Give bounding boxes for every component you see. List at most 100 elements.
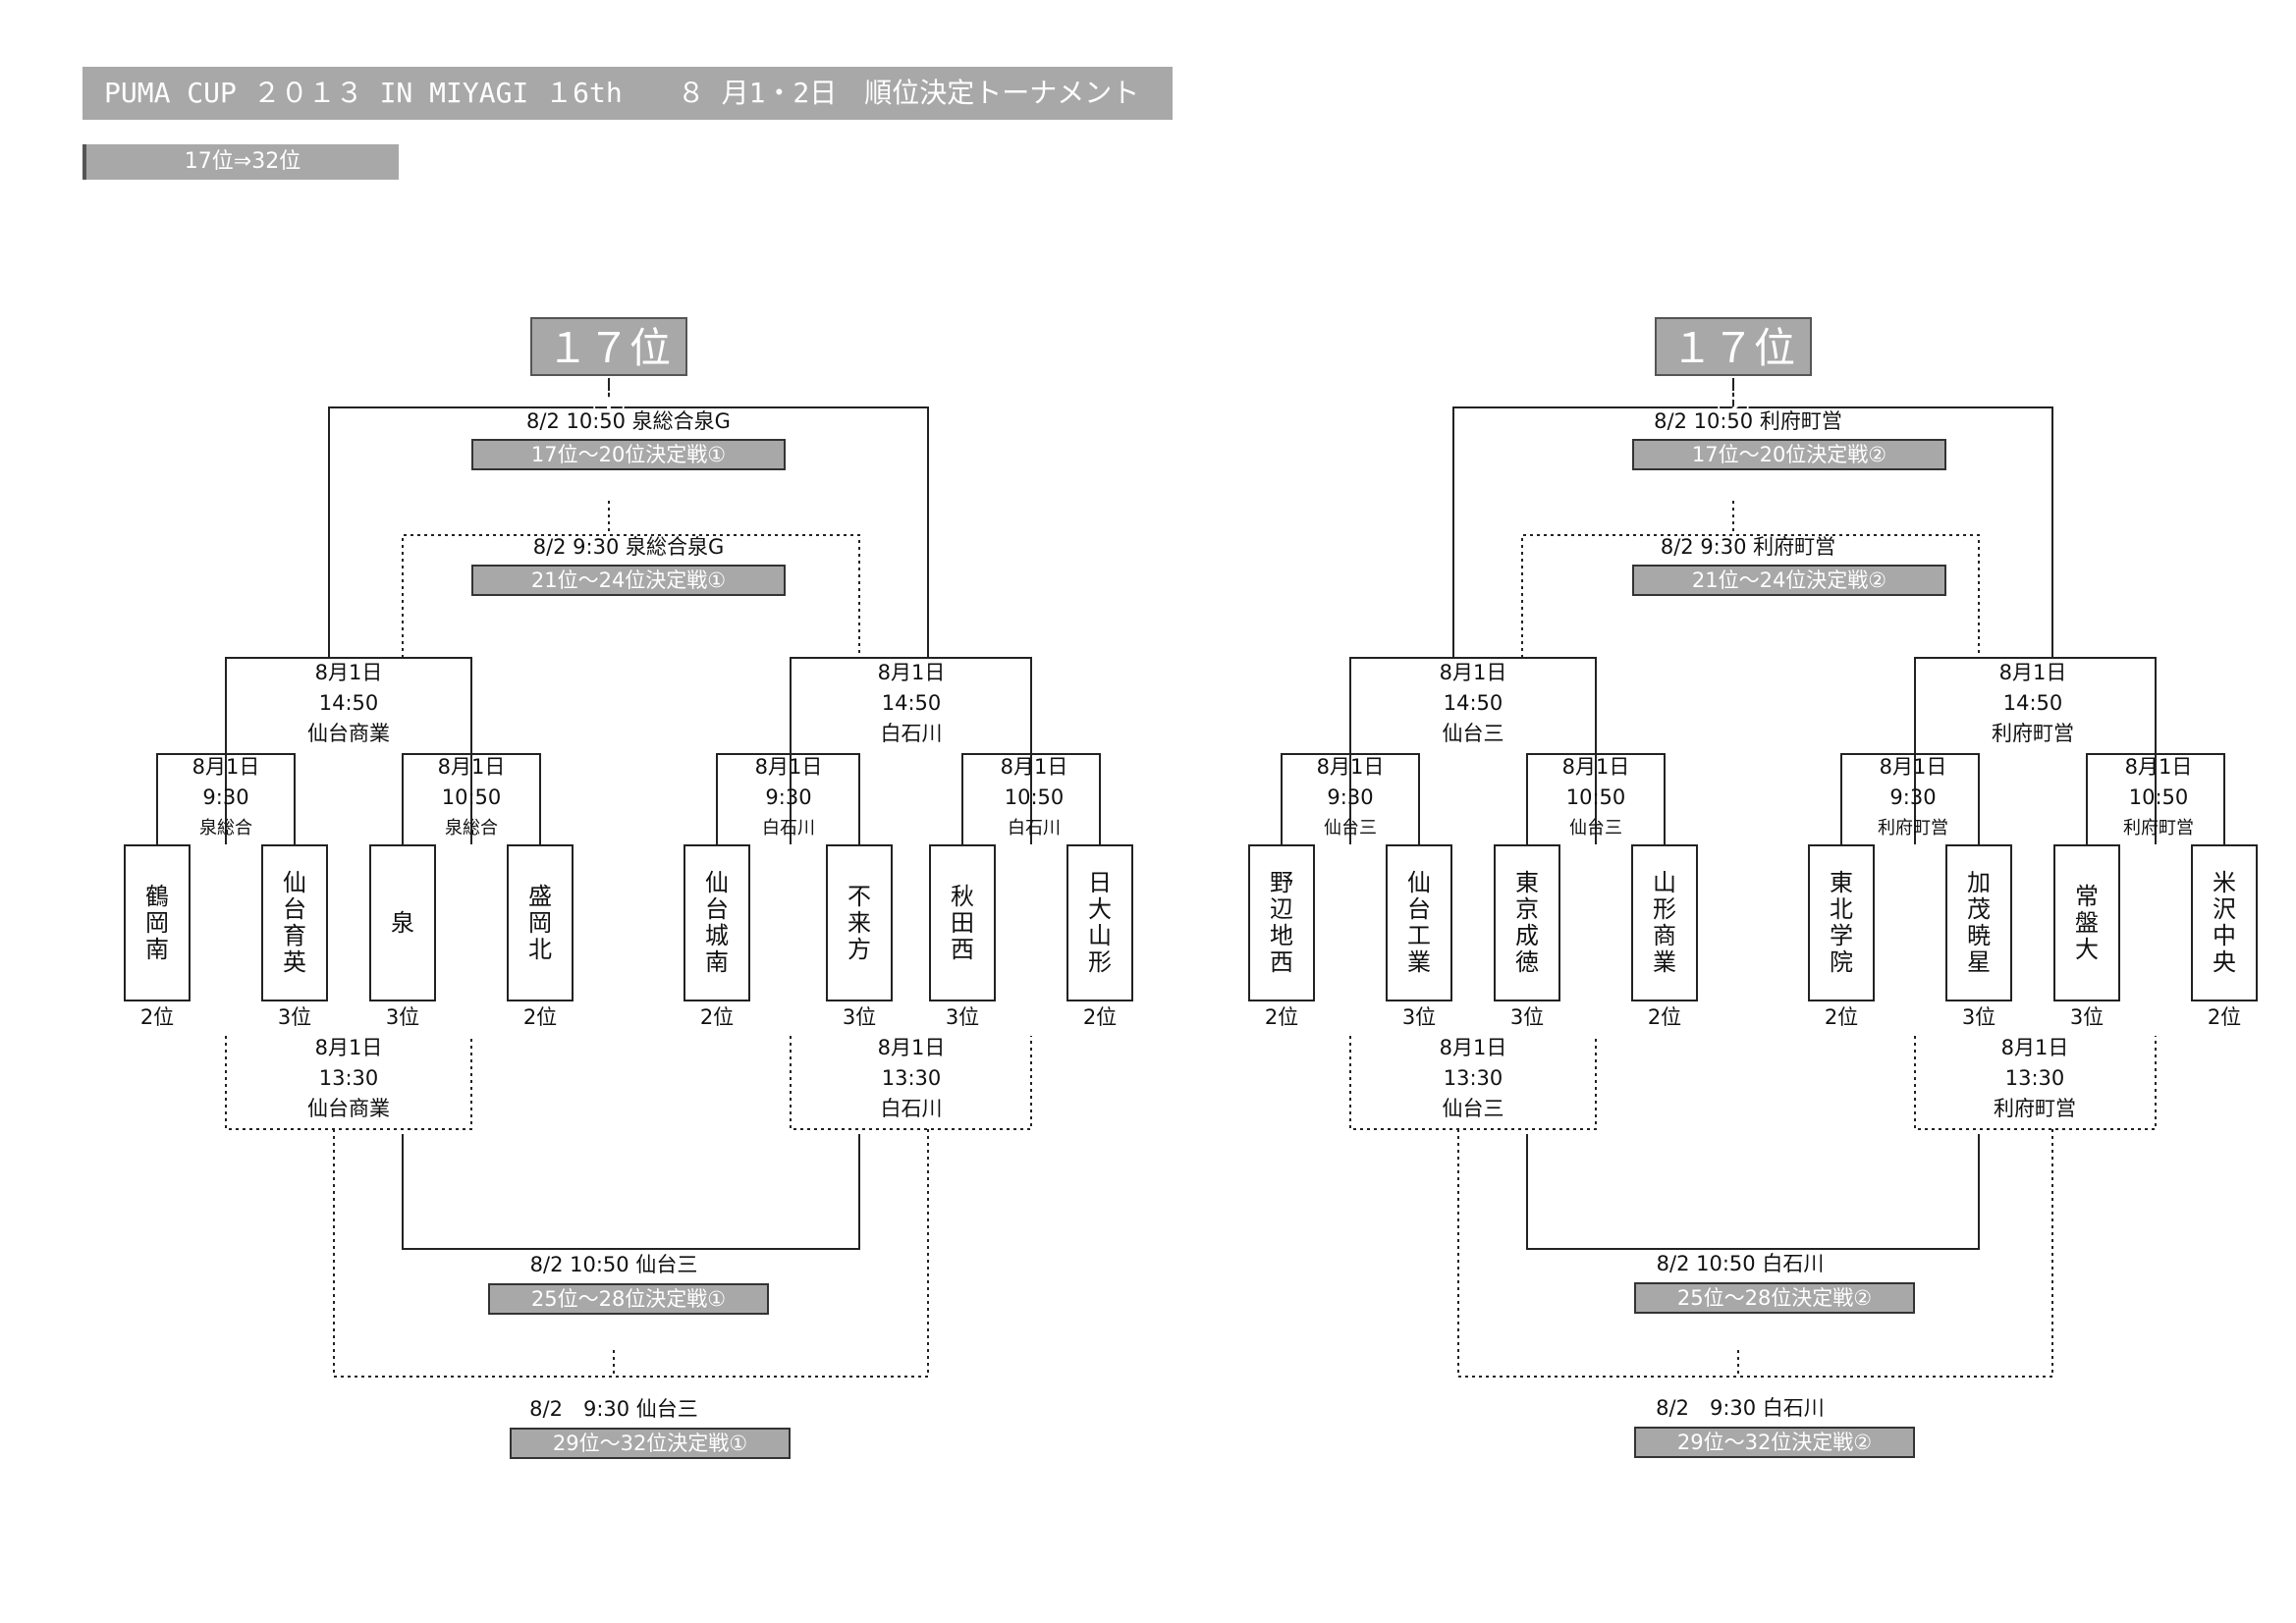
page-title: PUMA CUP ２０１３ IN MIYAGI １6th ８ 月1・2日 順位決… <box>82 67 1173 120</box>
match-venue: 白石川 <box>762 818 815 839</box>
team-name: 加茂暁星 <box>1967 869 1991 976</box>
team-name: 仙台工業 <box>1407 869 1431 976</box>
match-time: 9:30 <box>202 785 249 809</box>
team-name: 東北学院 <box>1830 869 1853 976</box>
match-time: 9:30 <box>765 785 812 809</box>
match-date: 8月1日 <box>1439 661 1507 684</box>
bracket-1-third-schedule: 8/2 9:30 泉総合泉G <box>532 535 725 559</box>
team-seed: 2位 <box>139 1005 175 1029</box>
bracket-2-cfinal-schedule: 8/2 10:50 白石川 <box>1656 1252 1825 1275</box>
bracket-1-r1-a: 8月1日 9:30 泉総合 <box>147 752 304 843</box>
match-time: 13:30 <box>881 1066 942 1090</box>
team-name: 常盤大 <box>2075 882 2099 963</box>
match-venue: 仙台商業 <box>307 722 390 745</box>
bracket-2-cthird-schedule: 8/2 9:30 白石川 <box>1656 1396 1825 1420</box>
match-venue: 仙台三 <box>1442 1097 1504 1120</box>
match-date: 8月1日 <box>437 755 506 779</box>
bracket-2-semi-a: 8月1日 14:50 仙台三 <box>1394 658 1552 749</box>
team-name: 不来方 <box>847 882 871 963</box>
match-date: 8月1日 <box>2000 1036 2069 1059</box>
bracket-1-semi-a: 8月1日 14:50 仙台商業 <box>270 658 427 749</box>
bracket-1-title: １７位① <box>530 317 687 431</box>
team-box: 泉 <box>369 844 436 1001</box>
team-box: 仙台工業 <box>1386 844 1452 1001</box>
match-time: 9:30 <box>1327 785 1374 809</box>
match-time: 14:50 <box>881 691 942 715</box>
match-venue: 利府町営 <box>2123 818 2194 839</box>
match-venue: 仙台三 <box>1569 818 1622 839</box>
team-box: 鶴岡南 <box>124 844 191 1001</box>
range-label: 17位⇒32位 <box>82 144 399 180</box>
match-venue: 利府町営 <box>1994 1097 2076 1120</box>
bracket-2-r1-a: 8月1日 9:30 仙台三 <box>1272 752 1429 843</box>
match-time: 14:50 <box>1443 691 1503 715</box>
match-date: 8月1日 <box>754 755 823 779</box>
match-venue: 白石川 <box>880 722 943 745</box>
match-time: 14:50 <box>2002 691 2063 715</box>
team-box: 仙台育英 <box>261 844 328 1001</box>
bracket-2-cthird-label: 29位～32位決定戦② <box>1634 1427 1915 1458</box>
bracket-2-lines <box>1281 378 2225 1378</box>
match-time: 14:50 <box>318 691 379 715</box>
bracket-2-final-label: 17位～20位決定戦② <box>1632 439 1946 470</box>
match-date: 8月1日 <box>1879 755 1947 779</box>
match-time: 10:50 <box>1004 785 1065 809</box>
bracket-2-title: １７位② <box>1655 317 1812 431</box>
match-time: 13:30 <box>318 1066 379 1090</box>
match-venue: 利府町営 <box>1992 722 2074 745</box>
bracket-1-r1-c: 8月1日 9:30 白石川 <box>710 752 867 843</box>
team-name: 山形商業 <box>1653 869 1676 976</box>
team-seed: 2位 <box>522 1005 558 1029</box>
bracket-2-r1-b: 8月1日 10:50 仙台三 <box>1517 752 1674 843</box>
match-venue: 泉総合 <box>199 818 252 839</box>
team-name: 盛岡北 <box>528 882 552 963</box>
team-box: 米沢中央 <box>2191 844 2258 1001</box>
team-seed: 3位 <box>2069 1005 2105 1029</box>
match-time: 13:30 <box>1443 1066 1503 1090</box>
team-seed: 3位 <box>945 1005 980 1029</box>
match-date: 8月1日 <box>877 661 946 684</box>
team-seed: 3位 <box>1401 1005 1437 1029</box>
team-name: 鶴岡南 <box>145 882 169 963</box>
bracket-2-consolation-b: 8月1日 13:30 利府町営 <box>1956 1033 2113 1124</box>
team-box: 東北学院 <box>1808 844 1875 1001</box>
team-name: 仙台育英 <box>283 869 306 976</box>
match-date: 8月1日 <box>1000 755 1068 779</box>
match-venue: 泉総合 <box>445 818 498 839</box>
bracket-1-cthird-label: 29位～32位決定戦① <box>510 1428 791 1459</box>
bracket-1-r1-d: 8月1日 10:50 白石川 <box>956 752 1113 843</box>
team-name: 泉 <box>391 908 414 937</box>
team-box: 常盤大 <box>2053 844 2120 1001</box>
match-venue: 仙台商業 <box>307 1097 390 1120</box>
team-seed: 2位 <box>1824 1005 1859 1029</box>
match-date: 8月1日 <box>1439 1036 1507 1059</box>
team-box: 日大山形 <box>1066 844 1133 1001</box>
bracket-1-third-label: 21位～24位決定戦① <box>471 565 786 596</box>
bracket-2-cfinal-label: 25位～28位決定戦② <box>1634 1282 1915 1314</box>
team-seed: 3位 <box>1509 1005 1545 1029</box>
team-seed: 2位 <box>2207 1005 2242 1029</box>
bracket-1-consolation-a: 8月1日 13:30 仙台商業 <box>270 1033 427 1124</box>
match-time: 10:50 <box>441 785 502 809</box>
team-name: 野辺地西 <box>1270 869 1293 976</box>
bracket-1-consolation-b: 8月1日 13:30 白石川 <box>833 1033 990 1124</box>
bracket-1-final-label: 17位～20位決定戦① <box>471 439 786 470</box>
team-box: 不来方 <box>826 844 893 1001</box>
team-box: 秋田西 <box>929 844 996 1001</box>
match-date: 8月1日 <box>2124 755 2193 779</box>
bracket-1-cthird-schedule: 8/2 9:30 仙台三 <box>529 1397 698 1421</box>
match-time: 13:30 <box>2004 1066 2065 1090</box>
bracket-1-cfinal-label: 25位～28位決定戦① <box>488 1283 769 1315</box>
bracket-1-cfinal-schedule: 8/2 10:50 仙台三 <box>529 1253 698 1276</box>
match-venue: 仙台三 <box>1324 818 1377 839</box>
bracket-2-third-schedule: 8/2 9:30 利府町営 <box>1660 535 1836 559</box>
bracket-2-consolation-a: 8月1日 13:30 仙台三 <box>1394 1033 1552 1124</box>
team-seed: 3位 <box>1961 1005 1996 1029</box>
match-venue: 白石川 <box>1008 818 1061 839</box>
match-date: 8月1日 <box>1316 755 1385 779</box>
team-box: 仙台城南 <box>683 844 750 1001</box>
team-box: 盛岡北 <box>507 844 574 1001</box>
bracket-1-r1-b: 8月1日 10:50 泉総合 <box>393 752 550 843</box>
team-seed: 2位 <box>1647 1005 1682 1029</box>
